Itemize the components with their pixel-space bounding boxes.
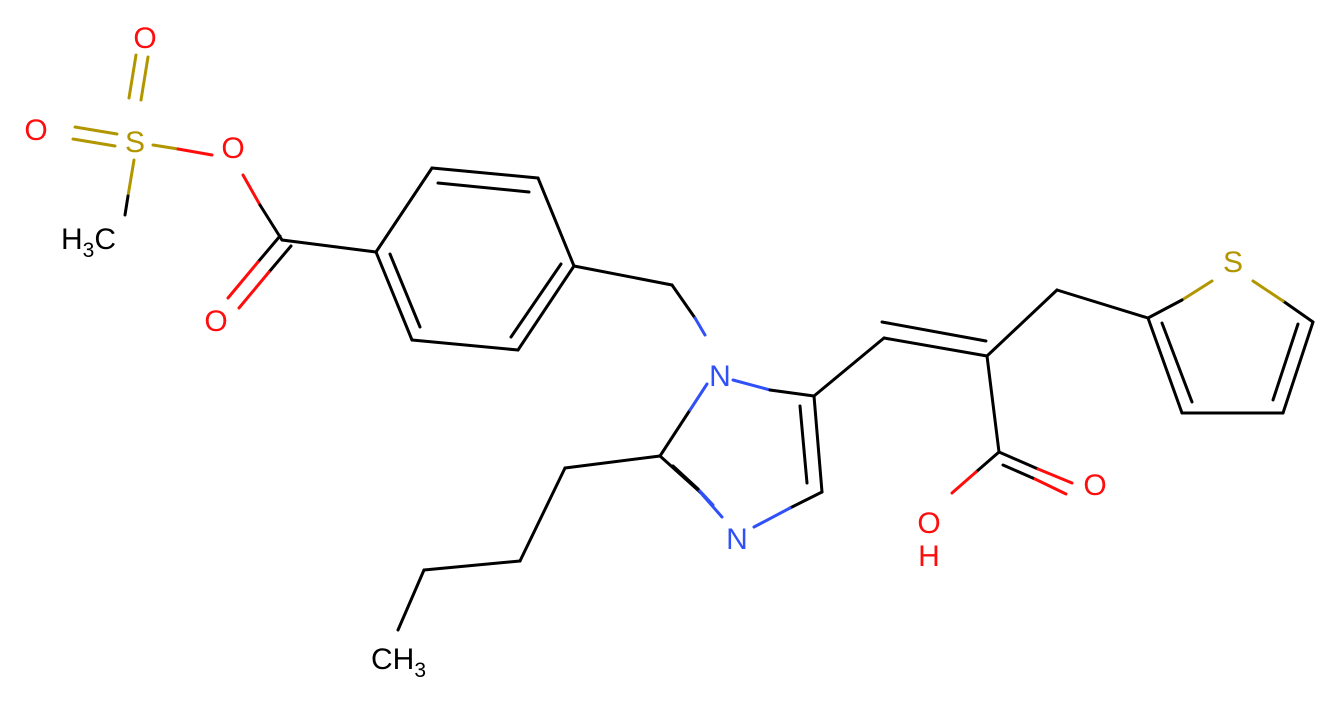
bond-ring-3 xyxy=(536,176,576,268)
bond-butyl-4 xyxy=(396,568,426,632)
bond-n3-c2-inner xyxy=(671,464,700,491)
bond-n1-c5 xyxy=(768,388,816,398)
bond-co-acid-b-o xyxy=(1033,477,1068,496)
bond-th-c2-c3-inner xyxy=(1160,321,1194,404)
bond-co-acid-a-o xyxy=(1036,467,1074,485)
atom-labels: O O S O H3C O N N CH3 S O O H xyxy=(24,22,1243,682)
bond-s-ch3 xyxy=(126,158,136,198)
bond-th-c4-c5-inner xyxy=(1271,322,1300,402)
bond-ring-ch2 xyxy=(572,264,674,287)
bond-vinyl-double-a xyxy=(882,336,989,358)
bond-th-c5-s-s xyxy=(1251,279,1285,303)
bond-c2-n1-n xyxy=(688,382,709,412)
bond-ring-4 xyxy=(516,264,576,352)
bond-co-a-o xyxy=(226,260,260,300)
atom-ch3-bottom: CH3 xyxy=(371,643,426,682)
bond-co-acid-b xyxy=(1001,463,1037,481)
atom-o-hydroxyl: O xyxy=(917,507,940,540)
bond-c4-n3 xyxy=(788,490,824,510)
bond-ring-1 xyxy=(374,166,434,254)
bond-ch2-n xyxy=(670,283,697,320)
bonds xyxy=(71,53,1315,632)
atom-s-sulfonyl: S xyxy=(125,126,145,159)
bond-calpha-cooh xyxy=(985,354,1001,454)
bond-ring-4-inner xyxy=(509,262,563,339)
bond-s-o-link-o xyxy=(176,147,214,157)
bond-butyl-1 xyxy=(563,454,662,470)
bond-c5-c4-inner xyxy=(798,404,809,485)
bond-th-s-c2-s xyxy=(1180,279,1214,302)
bond-ch2-thiophene xyxy=(1055,288,1150,320)
bond-ring-2-inner xyxy=(436,181,531,194)
bond-th-c4-c5 xyxy=(1281,320,1315,415)
bond-ring-5 xyxy=(410,338,520,352)
atom-s-thiophene: S xyxy=(1223,246,1243,279)
bond-ring-2 xyxy=(430,166,540,180)
ch3-top-c: C xyxy=(94,223,116,256)
bond-s-ch3-c xyxy=(123,194,130,217)
atom-o-ester-link: O xyxy=(221,132,244,165)
bond-th-c2-c3 xyxy=(1146,316,1184,415)
bond-ring-6 xyxy=(374,250,414,342)
atom-o-acid-carbonyl: O xyxy=(1083,469,1106,502)
ch3-top-h: H xyxy=(61,223,83,256)
bond-butyl-2 xyxy=(518,466,567,563)
bond-c-oh xyxy=(974,450,1001,474)
bond-co-b xyxy=(267,244,293,274)
bond-vinyl-double-b xyxy=(880,320,988,343)
atom-n-imidazole-1: N xyxy=(709,360,731,393)
bond-c2-n1 xyxy=(658,408,692,458)
bond-calpha-ch2 xyxy=(985,288,1059,358)
atom-o-sulfonyl-left: O xyxy=(24,114,47,147)
bond-ring-6-inner xyxy=(388,252,422,329)
atom-o-sulfonyl-top: O xyxy=(133,22,156,55)
bond-th-c5-s xyxy=(1281,299,1315,324)
bond-c-ring xyxy=(280,238,378,254)
ch3-top-sub: 3 xyxy=(83,239,95,262)
ch3-bottom-sub: 3 xyxy=(414,659,426,682)
bond-c4-n3-n xyxy=(752,506,792,529)
ch3-bottom-ch: CH xyxy=(371,643,414,676)
bond-s-o-left-a xyxy=(73,125,119,136)
bond-co-b-o xyxy=(237,270,271,310)
bond-n3-c2-inner-n xyxy=(696,487,715,507)
bond-co-a xyxy=(256,234,282,264)
bond-s-o-left-b xyxy=(71,137,117,148)
atom-n-imidazole-3: N xyxy=(726,523,748,556)
atom-o-carbonyl: O xyxy=(204,305,227,338)
bond-n1-c5-n xyxy=(731,378,772,392)
bond-c5-c4 xyxy=(812,394,824,494)
bond-ch2-n-n xyxy=(693,316,707,337)
bond-olink-c-o xyxy=(241,173,262,207)
bond-olink-c xyxy=(258,203,284,242)
bond-s-o-link-s xyxy=(151,143,180,151)
bond-th-s-c2 xyxy=(1146,298,1184,320)
atom-h-hydroxyl: H xyxy=(918,540,940,573)
bond-s-o-top-a xyxy=(139,55,150,102)
bond-co-acid-a xyxy=(997,450,1040,471)
atom-ch3-top: H3C xyxy=(61,223,116,262)
bond-c-oh-o xyxy=(950,470,978,495)
bond-butyl-3 xyxy=(422,559,522,572)
bond-c5-vinyl xyxy=(812,336,886,398)
bond-s-o-top-b xyxy=(127,53,138,100)
